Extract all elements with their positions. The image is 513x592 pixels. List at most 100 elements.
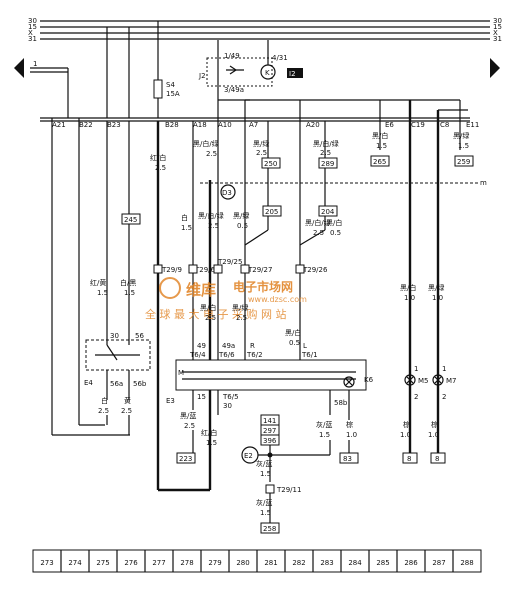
bus-label-31: 31 [28, 35, 37, 43]
lamps-m5-m7: M5 1 2 M7 1 2 棕 1.0 棕 1.0 8 8 [400, 365, 457, 464]
conn-t6-4: T6/4 [189, 351, 206, 359]
wire-e3-color: 黑/蓝 [180, 411, 196, 420]
left-arrow-icon [14, 58, 24, 78]
wire-b28-color: 红/白 [150, 153, 166, 162]
fuse-name: S4 [166, 81, 175, 89]
ref-8a: 8 [407, 455, 411, 463]
wire-a20b-color: 黑/白/绿 [305, 218, 331, 227]
footer-cell: 273 [40, 559, 53, 567]
wire-a18-color: 白 [181, 213, 188, 222]
wire-a10-color: 黑/白/绿 [193, 139, 219, 148]
ref-289: 289 [321, 160, 334, 168]
footer-cell: 281 [264, 559, 277, 567]
conn-t29-27: T29/27 [247, 266, 272, 274]
wire-e3b-color: 红/白 [201, 428, 217, 437]
term-a21: A21 [52, 121, 66, 129]
term-a10: A10 [218, 121, 232, 129]
footer-cell: 279 [208, 559, 221, 567]
footer-cell: 282 [292, 559, 305, 567]
ref-259: 259 [457, 158, 470, 166]
wire-k6b-size: 1.0 [346, 431, 357, 439]
m5-pin1: 1 [414, 365, 418, 373]
relay-tag-badge [287, 68, 303, 78]
bus-label-x: X [28, 29, 33, 37]
wire-a18-size: 1.5 [181, 224, 192, 232]
term-a20: A20 [306, 121, 320, 129]
wire-ma-color: 黑/绿 [232, 303, 248, 312]
wire-left1-size: 1.5 [97, 289, 108, 297]
wire-e6-size: 1.5 [376, 142, 387, 150]
right-arrow-icon [490, 58, 500, 78]
footer-cell: 274 [68, 559, 82, 567]
footer-cell: 286 [404, 559, 418, 567]
footer-cell: 285 [376, 559, 389, 567]
conn-t29-25: T29/25 [217, 258, 242, 266]
watermark-url: www.dzsc.com [248, 295, 307, 304]
term-b23: B23 [107, 121, 121, 129]
wire-205-size: 0.5 [237, 222, 248, 230]
k6-label: K6 [364, 376, 374, 384]
wire-e4b-color: 黄 [124, 396, 131, 405]
connector-row-t29: T29/9 T29/6 T29/25 T29/27 T29/26 [153, 258, 328, 274]
wire-gnd2-size: 1.5 [260, 509, 271, 517]
bus-label-right-30: 30 [493, 17, 502, 25]
wire-b28-size: 2.5 [155, 164, 166, 172]
conn-t6-1: T6/1 [301, 351, 318, 359]
wire-a10-size: 2.5 [206, 150, 217, 158]
pin-30b: 30 [223, 402, 232, 410]
wire-c8-size: 1.0 [432, 294, 443, 302]
top-terminal-labels: A21 B22 B23 B28 A18 A10 A7 A20 E6 C19 C8… [52, 121, 479, 129]
footer-cell: 277 [152, 559, 165, 567]
top-ref: 4/31 [272, 54, 288, 62]
wire-e3-size: 2.5 [184, 422, 195, 430]
wire-ma-size: 2.5 [236, 314, 247, 322]
m7-pin2: 2 [442, 393, 446, 401]
wire-left1-color: 红/黄 [90, 278, 106, 287]
ref-265: 265 [373, 158, 386, 166]
d3-component [220, 184, 236, 200]
bus-label-right-15: 15 [493, 23, 502, 31]
term-c8: C8 [440, 121, 449, 129]
ref-205: 205 [265, 208, 278, 216]
ref-boxes-upper: 250 289 265 259 245 205 204 m [121, 155, 487, 225]
conn-t6-6: T6/6 [218, 351, 235, 359]
wire-labels-middle: 白 1.5 黑/白/绿 2.5 黑/绿 0.5 黑/白/绿 2.5 黑/白 0.… [90, 211, 342, 297]
wire-mc-size: 0.5 [289, 339, 300, 347]
wire-mc-color: 黑/白 [285, 328, 301, 337]
watermark-slogan: 全 球 最 大 电 子 采 购 网 站 [145, 307, 286, 321]
wire-e4b-size: 2.5 [121, 407, 132, 415]
wire-a10b-color: 黑/白/绿 [198, 211, 224, 220]
ref-83: 83 [343, 455, 352, 463]
wire-k6b-color: 棕 [346, 420, 353, 429]
power-bus: 30 15 X 31 30 15 X 31 [28, 17, 502, 43]
wire-c19-color: 黑/白 [400, 283, 416, 292]
wire-k6-size: 1.5 [319, 431, 330, 439]
term-e11: E11 [466, 121, 479, 129]
m7-pin1: 1 [442, 365, 446, 373]
wire-c8-color: 黑/绿 [428, 283, 444, 292]
pin-58b: 58b [334, 399, 348, 407]
ref-stack-2: 297 [263, 427, 276, 435]
relay-tag: I2 [289, 70, 296, 78]
wire-e3b-size: 1.5 [206, 439, 217, 447]
m5-pin2: 2 [414, 393, 418, 401]
ref-245: 245 [124, 216, 137, 224]
pin-49: 49 [197, 342, 206, 350]
wire-204-color: 黑/白 [326, 218, 342, 227]
wire-left2-color: 白/黑 [120, 278, 136, 287]
ref-223: 223 [179, 455, 192, 463]
relay-name: J2 [198, 72, 206, 80]
ref-stack-3: 396 [263, 437, 277, 445]
bus-label-right-x: X [493, 29, 498, 37]
pin-30: 30 [110, 332, 119, 340]
wire-mb-size: 2.5 [205, 314, 216, 322]
fuse-rating: 15A [166, 90, 180, 98]
term-a18: A18 [193, 121, 207, 129]
left-marker: 1 [33, 60, 37, 68]
watermark-site: 电子市场网 [233, 279, 293, 294]
ground-e2: 141 297 396 E2 灰/蓝 1.5 T29/11 灰/蓝 1.5 25… [241, 414, 331, 534]
wire-m5-color: 棕 [403, 420, 410, 429]
footer-cell: 283 [320, 559, 333, 567]
ref-250: 250 [264, 160, 277, 168]
ref-stack-1: 141 [263, 417, 276, 425]
